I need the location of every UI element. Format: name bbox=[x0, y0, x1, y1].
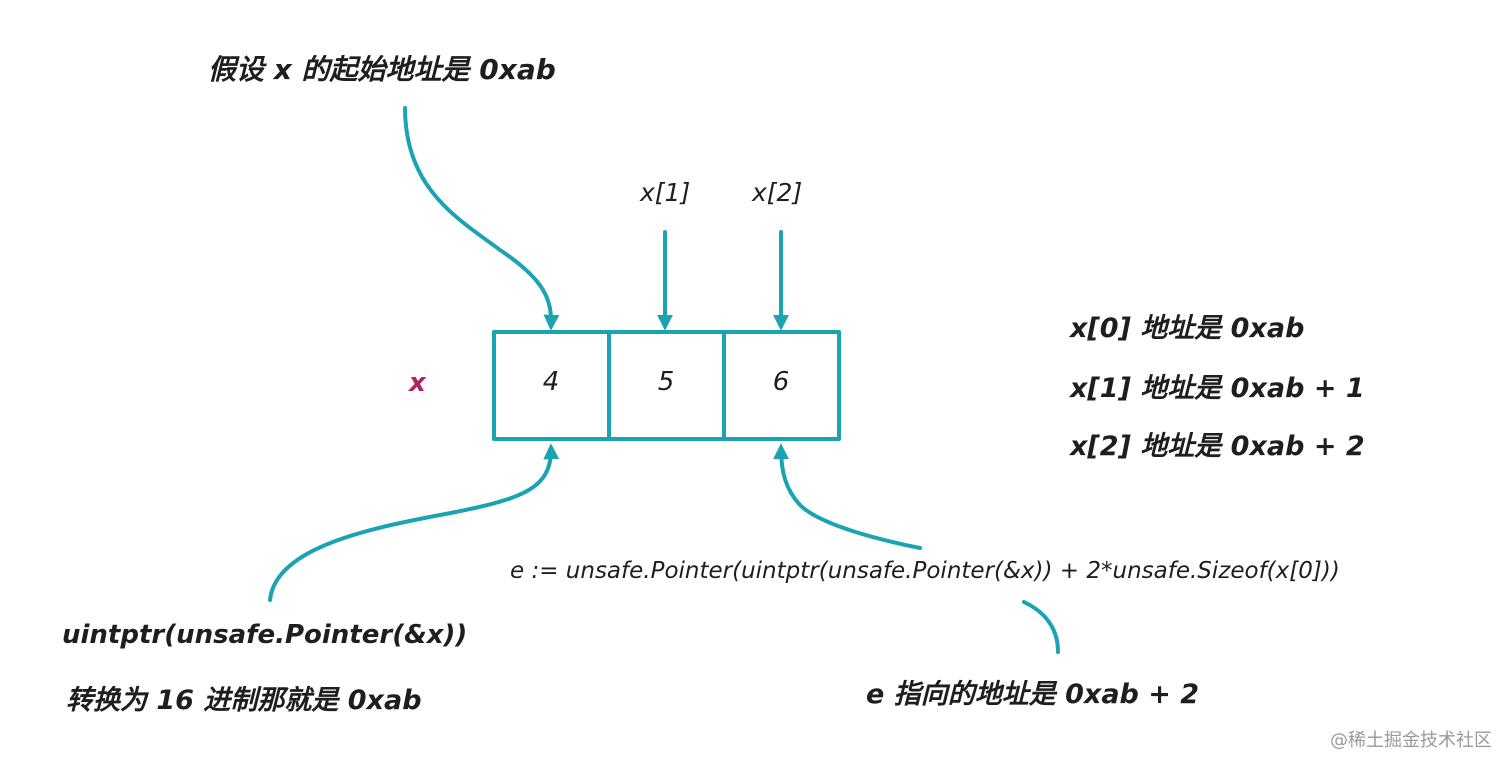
uintptr-note-line2: 转换为 16 进制那就是 0xab bbox=[66, 685, 422, 716]
arrow-start-address bbox=[403, 106, 560, 331]
uintptr-note-line1: uintptr(unsafe.Pointer(&x)) bbox=[62, 620, 468, 650]
cell-value-1: 5 bbox=[657, 367, 675, 397]
cell-value-0: 4 bbox=[542, 367, 560, 397]
code-line: e := unsafe.Pointer(uintptr(unsafe.Point… bbox=[510, 558, 1340, 584]
index-label-1: x[1] bbox=[640, 178, 691, 207]
watermark: @稀土掘金技术社区 bbox=[1330, 730, 1492, 751]
array-box bbox=[492, 330, 841, 441]
start-address-note: 假设 x 的起始地址是 0xab bbox=[208, 53, 556, 86]
arrow-uintptr bbox=[268, 443, 560, 602]
arrow-e-pointer bbox=[773, 443, 922, 550]
address-note-0: x[0] 地址是 0xab bbox=[1070, 313, 1305, 344]
connector-code-to-note bbox=[1022, 600, 1060, 654]
cell-value-2: 6 bbox=[772, 367, 790, 397]
e-pointer-note: e 指向的地址是 0xab + 2 bbox=[866, 679, 1200, 710]
address-note-2: x[2] 地址是 0xab + 2 bbox=[1070, 431, 1365, 462]
index-label-2: x[2] bbox=[752, 178, 803, 207]
array-cell-2 bbox=[722, 330, 841, 441]
address-note-1: x[1] 地址是 0xab + 1 bbox=[1070, 373, 1365, 404]
array-name-label: x bbox=[409, 368, 426, 398]
